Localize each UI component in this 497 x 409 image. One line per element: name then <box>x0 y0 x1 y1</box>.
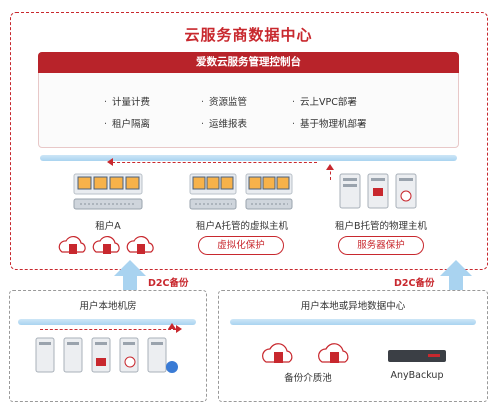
flow-line-right <box>330 166 331 180</box>
d2c-upload-arrow-right <box>440 260 472 296</box>
tenant-a-label: 租户A <box>95 221 121 232</box>
remote-datacenter-frame <box>218 290 488 402</box>
remote-flow-bar <box>230 319 476 325</box>
arrow-left-icon <box>107 158 113 166</box>
local-room-title: 用户本地机房 <box>79 301 137 312</box>
virtualization-protection-tag: 虚拟化保护 <box>198 236 284 255</box>
feature-item: 资源监管 <box>201 94 247 108</box>
tenant-a-storage-icon <box>58 235 154 254</box>
tenant-a-rack-icon <box>73 173 143 210</box>
tenant-a-vm-label: 租户A托管的虚拟主机 <box>196 221 288 232</box>
local-flow-line <box>40 329 176 330</box>
feature-item: 运维报表 <box>201 116 247 130</box>
backup-media-pool-icon <box>262 343 349 363</box>
physical-server-icon <box>339 173 417 209</box>
feature-item: 计量计费 <box>104 94 150 108</box>
tenant-b-host-label: 租户B托管的物理主机 <box>334 221 428 232</box>
server-protection-tag: 服务器保护 <box>338 236 424 255</box>
feature-item: 租户隔离 <box>104 116 150 130</box>
d2c-label-left: D2C备份 <box>148 278 189 289</box>
feature-item: 基于物理机部署 <box>292 116 367 130</box>
d2c-upload-arrow-left <box>114 260 146 296</box>
d2c-label-right: D2C备份 <box>394 278 435 289</box>
arrow-right-icon <box>176 325 182 333</box>
remote-dc-title: 用户本地或异地数据中心 <box>300 301 406 312</box>
anybackup-appliance-icon <box>388 350 446 362</box>
console-title: 爱数云服务管理控制台 <box>38 52 459 73</box>
anybackup-label: AnyBackup <box>390 370 444 381</box>
cloud-flow-bar <box>40 155 457 161</box>
flow-line-left <box>112 162 317 163</box>
arrow-up-icon <box>326 164 334 170</box>
feature-item: 云上VPC部署 <box>292 94 357 108</box>
local-servers-icon <box>35 337 178 373</box>
vm-rack-icon <box>245 173 293 210</box>
vm-rack-icon <box>189 173 237 210</box>
local-flow-bar <box>18 319 196 325</box>
backup-media-pool-label: 备份介质池 <box>284 373 332 384</box>
cloud-title: 云服务商数据中心 <box>184 26 313 44</box>
